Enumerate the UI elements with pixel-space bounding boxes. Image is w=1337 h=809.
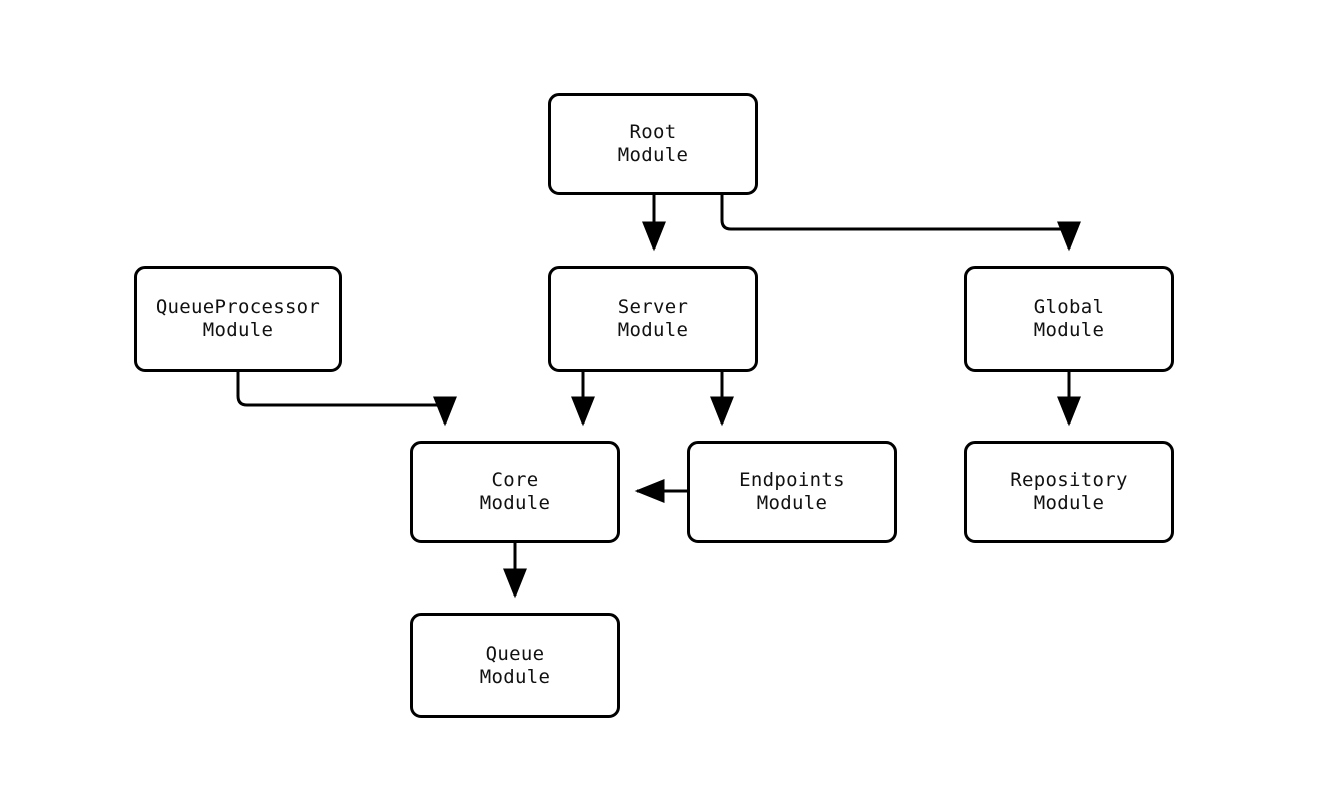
- node-global-label-line2: Module: [1033, 319, 1105, 341]
- node-repository-label-line1: Repository: [1010, 469, 1128, 491]
- node-queue-label-line1: Queue: [485, 642, 545, 665]
- node-queue-label-line2: Module: [479, 665, 551, 688]
- node-global[interactable]: Global Module: [964, 266, 1174, 372]
- edge-root-to-global: [720, 195, 1081, 252]
- node-server-label-line1: Server: [617, 296, 689, 318]
- node-root-label-line1: Root: [629, 121, 677, 143]
- edges-group: [236, 195, 1081, 599]
- node-core[interactable]: Core Module: [410, 441, 620, 543]
- edge-queueprocessor-to-core: [236, 372, 457, 427]
- node-global-label-line1: Global: [1033, 296, 1105, 318]
- node-server-label-line2: Module: [617, 319, 689, 341]
- node-core-label-line2: Module: [479, 492, 551, 514]
- node-endpoints[interactable]: Endpoints Module: [687, 441, 897, 543]
- node-core-label-line1: Core: [491, 469, 539, 491]
- node-queueprocessor[interactable]: QueueProcessor Module: [134, 266, 342, 372]
- node-queue[interactable]: Queue Module: [410, 613, 620, 718]
- node-root[interactable]: Root Module: [548, 93, 758, 195]
- node-server[interactable]: Server Module: [548, 266, 758, 372]
- node-repository-label-line2: Module: [1033, 492, 1105, 514]
- node-endpoints-label-line1: Endpoints: [739, 469, 845, 491]
- node-root-label-line2: Module: [617, 144, 689, 166]
- node-repository[interactable]: Repository Module: [964, 441, 1174, 543]
- node-endpoints-label-line2: Module: [756, 492, 828, 514]
- node-queueprocessor-label-line2: Module: [202, 319, 274, 341]
- node-queueprocessor-label-line1: QueueProcessor: [155, 296, 321, 318]
